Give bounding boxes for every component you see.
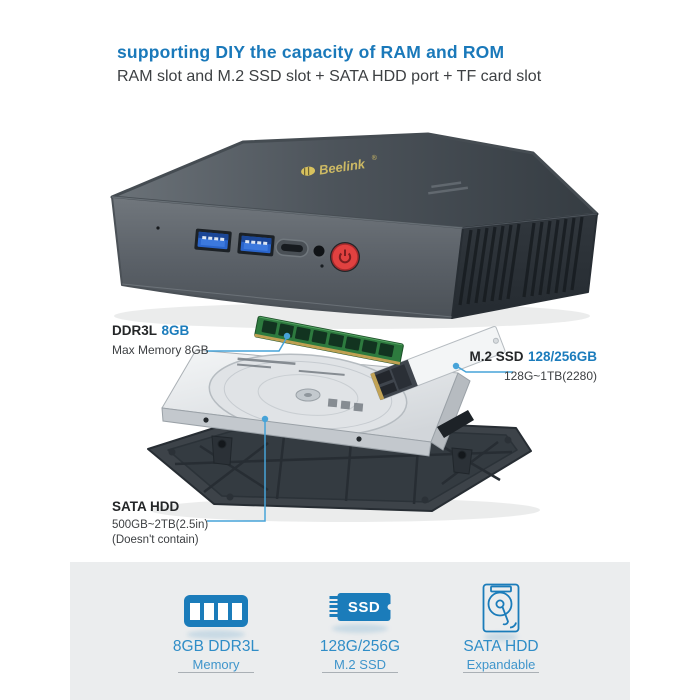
m2-callout-detail: 128G~1TB(2280) <box>503 369 597 383</box>
page-title: supporting DIY the capacity of RAM and R… <box>117 42 505 62</box>
cover-screws <box>168 436 512 504</box>
icon-reflection <box>332 624 388 633</box>
m2-callout-label: M.2 SSD <box>469 349 524 364</box>
sata-callout-label: SATA HDD <box>112 499 180 514</box>
feature-subtitle: Memory <box>192 657 240 672</box>
m2-callout-value: 128/256GB <box>527 349 597 364</box>
brand-logo: Beelink ® <box>301 153 378 178</box>
sata-callout-detail: 500GB~2TB(2.5in) <box>112 518 209 531</box>
device-front-face <box>111 196 464 319</box>
feature-underline <box>322 672 398 673</box>
sata-connector <box>437 410 474 438</box>
ram-cell <box>190 602 200 620</box>
page-header: supporting DIY the capacity of RAM and R… <box>117 42 541 86</box>
m2-ssd-module <box>370 326 506 401</box>
feature-band: 8GB DDR3L Memory SSD 128G/256G M.2 SSD <box>70 562 630 700</box>
ram-module <box>254 315 404 366</box>
ram-cell <box>204 602 214 620</box>
sata-callout-note: (Doesn't contain) <box>112 534 199 547</box>
vent-grille-icon <box>458 216 584 306</box>
edge-highlight <box>111 196 464 229</box>
svg-text:®: ® <box>371 153 378 162</box>
icon-reflection <box>187 630 245 639</box>
m2-ssd-callout: M.2 SSD 128/256GB 128G~1TB(2280) <box>469 347 597 384</box>
pinhole-led <box>156 226 160 230</box>
feature-hdd: SATA HDD Expandable <box>431 562 571 700</box>
ram-callout-label: DDR3L <box>112 323 158 338</box>
ram-callout-detail: Max Memory 8GB <box>112 343 209 357</box>
hdd-label-print <box>237 357 364 412</box>
m2-callout-title: M.2 SSD 128/256GB <box>469 347 597 367</box>
ram-callout-title: DDR3L 8GB <box>112 321 209 341</box>
usb-c-port-icon <box>275 238 309 258</box>
feature-title: 128G/256G <box>319 638 401 655</box>
ram-callout-value: 8GB <box>161 323 190 338</box>
page-subtitle: RAM slot and M.2 SSD slot + SATA HDD por… <box>117 68 542 85</box>
callout-dots <box>261 332 460 423</box>
callout-lines <box>206 338 513 522</box>
feature-subtitle: Expandable <box>466 657 536 672</box>
ssd-connector-pins <box>329 596 339 617</box>
feature-title: 8GB DDR3L <box>172 638 260 655</box>
svg-text:Beelink: Beelink <box>318 156 367 177</box>
audio-jack-icon <box>311 243 327 268</box>
usb3-port-icon <box>194 228 232 253</box>
ram-cell <box>218 602 228 620</box>
ram-callout: DDR3L 8GB Max Memory 8GB <box>112 321 209 358</box>
edge-highlight <box>121 283 453 318</box>
usb3-port-icon <box>237 232 275 257</box>
edge-highlight <box>462 213 598 229</box>
cover-posts <box>211 435 473 475</box>
feature-title: SATA HDD <box>463 638 539 655</box>
feature-subtitle: M.2 SSD <box>333 657 386 672</box>
feature-underline <box>178 672 254 673</box>
ssd-icon: SSD <box>329 593 394 621</box>
feature-memory: 8GB DDR3L Memory <box>146 562 286 700</box>
top-marking <box>428 181 469 195</box>
feature-underline <box>463 672 539 673</box>
icon-reflection <box>484 633 518 641</box>
sata-hdd-callout: SATA HDD 500GB~2TB(2.5in) (Doesn't conta… <box>112 499 208 548</box>
hdd-icon <box>482 583 520 638</box>
power-button-icon <box>330 242 360 272</box>
ssd-badge: SSD <box>337 593 394 621</box>
feature-ssd: SSD 128G/256G M.2 SSD <box>290 562 430 700</box>
mini-pc-device: Beelink ® <box>110 132 599 319</box>
ram-cell <box>232 602 242 620</box>
ram-icon <box>184 595 248 627</box>
